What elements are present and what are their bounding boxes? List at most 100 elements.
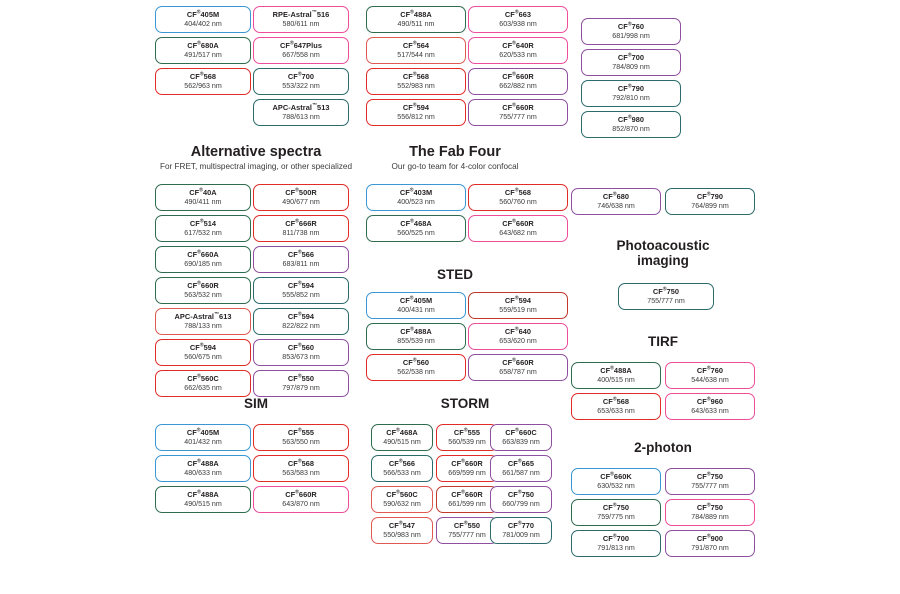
dye-wavelengths: 490/411 nm (184, 197, 222, 206)
dye-name: APC-Astral™513 (272, 102, 330, 112)
section-title-sim: SIM (243, 396, 268, 411)
dye-name: CF®560 (402, 357, 430, 367)
dye-wavelengths: 653/620 nm (499, 336, 537, 345)
dye-name: CF®700 (602, 533, 630, 543)
dye-wavelengths: 491/517 nm (184, 50, 222, 59)
dye-name: CF®488A (600, 365, 632, 375)
dye-wavelengths: 784/809 nm (612, 62, 650, 71)
dye-wavelengths: 630/532 nm (597, 481, 635, 490)
dye-name: CF®566 (388, 458, 416, 468)
dye-wavelengths: 784/889 nm (691, 512, 729, 521)
dye-name: CF®770 (507, 520, 535, 530)
dye-name: CF®660R (187, 280, 219, 290)
dye-name: RPE-Astral™516 (272, 9, 330, 19)
dye-wavelengths: 560/525 nm (397, 228, 435, 237)
dye-name: CF®750 (602, 502, 630, 512)
dye-wavelengths: 556/812 nm (397, 112, 435, 121)
dye-name: CF®666R (285, 218, 317, 228)
dye-name: CF®665 (507, 458, 535, 468)
dye-name: CF®566 (287, 249, 315, 259)
